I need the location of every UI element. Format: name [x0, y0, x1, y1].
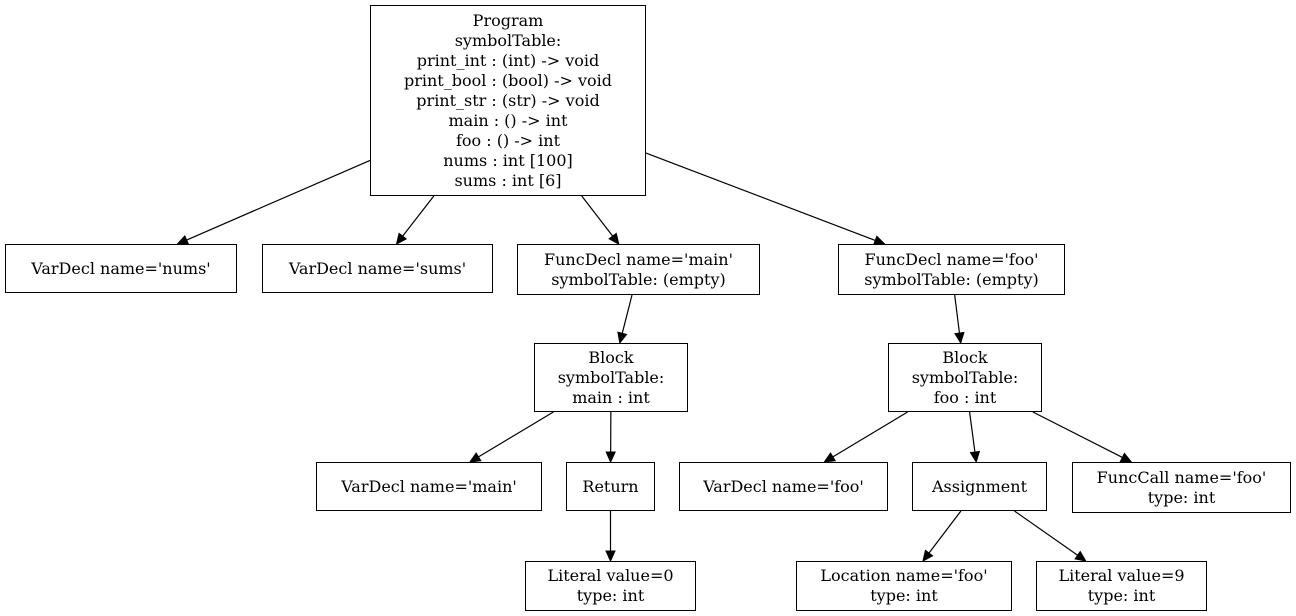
node-label: Return: [582, 476, 639, 496]
node-program-line: print_bool : (bool) -> void: [403, 70, 613, 90]
arrowhead-assignment-to-literal_9: [1074, 550, 1087, 562]
node-label: type: int: [1087, 586, 1156, 605]
node-label: VarDecl name='foo': [703, 476, 864, 496]
edge-assignment-to-literal_9: [1014, 510, 1078, 556]
node-label: VarDecl name='sums': [288, 258, 467, 278]
node-label: Block: [588, 347, 634, 367]
node-block-main: Block symbolTable: main : int: [534, 343, 688, 412]
arrowhead-assignment-to-location_foo: [922, 549, 934, 562]
node-funcdecl-foo: FuncDecl name='foo' symbolTable: (empty): [838, 244, 1065, 295]
edge-program-to-vardecl_nums: [186, 159, 371, 241]
node-label: type: int: [870, 586, 938, 605]
node-vardecl-nums: VarDecl name='nums': [5, 244, 237, 293]
node-program-line: print_str : (str) -> void: [416, 90, 600, 110]
arrowhead-block_foo-to-vardecl_foo: [823, 452, 837, 463]
node-funcdecl-main: FuncDecl name='main' symbolTable: (empty…: [517, 244, 760, 295]
node-label: type: int: [1147, 487, 1216, 507]
node-label: symbolTable: (empty): [864, 269, 1039, 289]
node-label: symbolTable:: [557, 367, 665, 387]
node-label: symbolTable: (empty): [551, 269, 726, 289]
edge-block_foo-to-vardecl_foo: [832, 411, 908, 458]
edge-block_main-to-vardecl_main: [478, 411, 554, 458]
node-label: main : int: [572, 387, 650, 407]
node-label: foo : int: [933, 387, 997, 407]
node-label: Location name='foo': [820, 566, 988, 585]
node-label: FuncDecl name='main': [544, 249, 733, 269]
node-block-foo: Block symbolTable: foo : int: [888, 343, 1042, 412]
edge-funcdecl_foo-to-block_foo: [954, 294, 961, 334]
node-program: Program symbolTable: print_int : (int) -…: [370, 5, 646, 196]
node-literal-9: Literal value=9 type: int: [1036, 561, 1207, 611]
arrowhead-program-to-vardecl_sums: [395, 232, 408, 245]
edge-program-to-funcdecl_foo: [645, 152, 876, 241]
edge-assignment-to-location_foo: [928, 510, 962, 554]
node-label: Assignment: [931, 476, 1027, 496]
node-label: symbolTable:: [911, 367, 1019, 387]
arrowhead-block_foo-to-funccall_foo: [1119, 452, 1133, 463]
edge-program-to-funcdecl_main: [581, 195, 614, 237]
node-label: VarDecl name='nums': [31, 258, 211, 278]
node-funccall-foo: FuncCall name='foo' type: int: [1072, 462, 1291, 513]
arrowhead-block_main-to-return: [605, 451, 616, 464]
edge-block_foo-to-funccall_foo: [1032, 411, 1123, 459]
node-label: type: int: [576, 586, 645, 605]
node-label: FuncCall name='foo': [1096, 467, 1267, 487]
node-label: Literal value=0: [547, 566, 674, 585]
arrowhead-funcdecl_foo-to-block_foo: [954, 331, 965, 345]
arrowhead-program-to-vardecl_nums: [176, 234, 190, 245]
node-program-line: symbolTable:: [454, 30, 562, 50]
arrowhead-block_main-to-vardecl_main: [468, 452, 482, 463]
node-program-line: main : () -> int: [448, 110, 568, 130]
node-program-line: print_int : (int) -> void: [416, 50, 600, 70]
node-label: Block: [942, 347, 988, 367]
node-program-line: foo : () -> int: [455, 130, 561, 150]
node-assignment: Assignment: [912, 462, 1047, 511]
arrowhead-funcdecl_main-to-block_main: [617, 331, 628, 345]
node-vardecl-main: VarDecl name='main': [316, 462, 542, 511]
node-literal-0: Literal value=0 type: int: [525, 561, 696, 611]
node-label: FuncDecl name='foo': [864, 249, 1039, 269]
node-program-line: Program: [472, 10, 544, 30]
node-return: Return: [566, 462, 655, 511]
edge-program-to-vardecl_sums: [402, 195, 435, 237]
node-program-line: sums : int [6]: [454, 170, 562, 190]
arrowhead-block_foo-to-assignment: [969, 450, 981, 464]
node-vardecl-foo: VarDecl name='foo': [679, 462, 888, 511]
arrowhead-return-to-literal_0: [605, 550, 616, 563]
edge-block_foo-to-assignment: [968, 411, 976, 453]
arrowhead-program-to-funcdecl_main: [608, 232, 620, 245]
node-location-foo: Location name='foo' type: int: [796, 561, 1012, 611]
edge-funcdecl_main-to-block_main: [621, 294, 633, 334]
node-label: VarDecl name='main': [341, 476, 517, 496]
node-program-line: nums : int [100]: [443, 150, 573, 170]
node-label: Literal value=9: [1058, 566, 1185, 585]
node-vardecl-sums: VarDecl name='sums': [262, 244, 493, 293]
